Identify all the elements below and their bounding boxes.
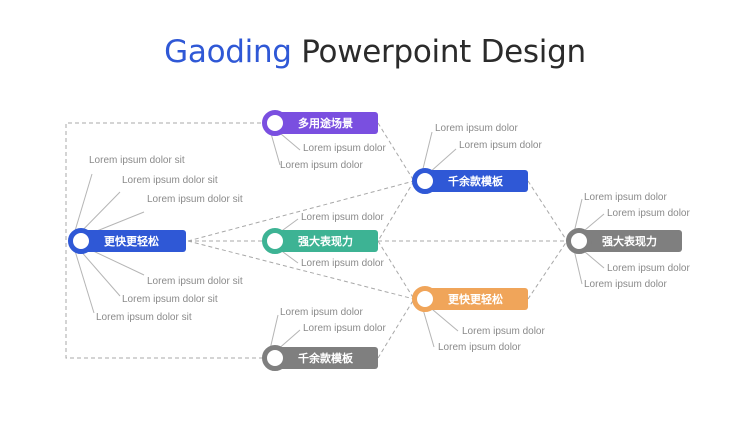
leaf-label: Lorem ipsum dolor sit [147, 276, 243, 287]
node-multi-scenario: 多用途场景 [262, 110, 378, 136]
link-upperright-center [377, 180, 415, 242]
leaf-label: Lorem ipsum dolor [438, 342, 521, 353]
circle-icon [566, 228, 592, 254]
leaf-label: Lorem ipsum dolor sit [122, 294, 218, 305]
title-accent: Gaoding [164, 34, 292, 70]
node-faster-lower: 更快更轻松 [412, 286, 528, 312]
leaf-label: Lorem ipsum dolor sit [147, 194, 243, 205]
leaf-label: Lorem ipsum dolor [280, 307, 363, 318]
node-templates-upper: 千余款模板 [412, 168, 528, 194]
link-left-upperright [187, 180, 415, 242]
node-label: 更快更轻松 [104, 235, 159, 248]
frame-top [65, 122, 268, 359]
link-bottom-lowerright [377, 298, 415, 359]
node-label: 千余款模板 [448, 175, 503, 188]
leaf-label: Lorem ipsum dolor [303, 143, 386, 154]
link-top-upperright [377, 122, 415, 182]
leaf-label: Lorem ipsum dolor [607, 208, 690, 219]
circle-icon [412, 286, 438, 312]
link-left-lowerright [187, 240, 415, 300]
circle-icon [68, 228, 94, 254]
node-faster-left: 更快更轻松 [68, 228, 186, 254]
node-label: 强大表现力 [298, 235, 353, 248]
node-label: 更快更轻松 [448, 293, 503, 306]
circle-icon [262, 228, 288, 254]
circle-icon [262, 110, 288, 136]
leaf-label: Lorem ipsum dolor [607, 263, 690, 274]
node-label: 多用途场景 [298, 117, 353, 130]
leaf-label: Lorem ipsum dolor sit [122, 175, 218, 186]
link-center-lowerright [377, 240, 415, 300]
leaf-label: Lorem ipsum dolor [584, 279, 667, 290]
node-expressive-right: 强大表现力 [566, 228, 682, 254]
page-title: Gaoding Powerpoint Design [0, 34, 750, 70]
circle-icon [262, 345, 288, 371]
node-expressive-center: 强大表现力 [262, 228, 378, 254]
leaf-label: Lorem ipsum dolor sit [96, 312, 192, 323]
title-rest: Powerpoint Design [291, 34, 586, 70]
leaf-label: Lorem ipsum dolor [280, 160, 363, 171]
circle-icon [412, 168, 438, 194]
link-lowerright-right [527, 240, 568, 300]
node-label: 强大表现力 [602, 235, 657, 248]
leaf-label: Lorem ipsum dolor [303, 323, 386, 334]
leaf-label: Lorem ipsum dolor [584, 192, 667, 203]
leaf-label: Lorem ipsum dolor [435, 123, 518, 134]
leaf-label: Lorem ipsum dolor [459, 140, 542, 151]
leaf-label: Lorem ipsum dolor [301, 212, 384, 223]
link-upperright-right [527, 180, 568, 242]
leaf-label: Lorem ipsum dolor sit [89, 155, 185, 166]
leaf-label: Lorem ipsum dolor [301, 258, 384, 269]
leaf-label: Lorem ipsum dolor [462, 326, 545, 337]
node-label: 千余款模板 [298, 352, 353, 365]
node-templates-bottom: 千余款模板 [262, 345, 378, 371]
